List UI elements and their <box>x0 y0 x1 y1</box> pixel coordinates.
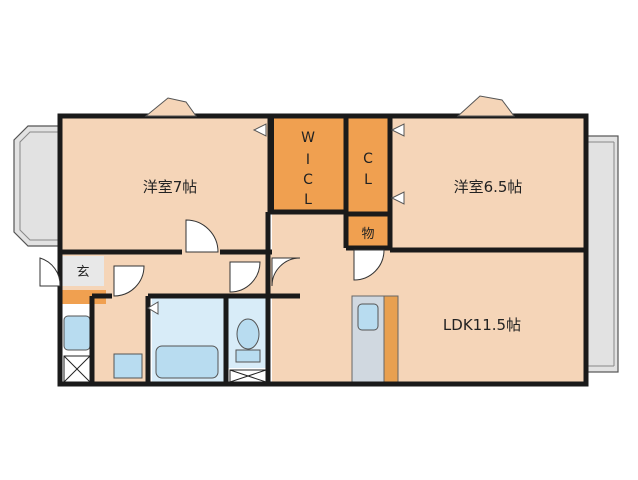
ldk-label: LDK11.5帖 <box>443 316 521 334</box>
walls <box>57 113 589 387</box>
washbasin-icon <box>63 315 91 351</box>
balcony-right: ベランダ <box>585 135 638 373</box>
window-marker-icon <box>144 95 515 117</box>
storage-label: 物 <box>361 227 374 242</box>
western-room-left-label: 洋室7帖 <box>143 178 198 196</box>
walk-in-closet <box>272 118 344 212</box>
vent-space <box>229 369 267 383</box>
kitchen-cabinet <box>383 295 399 383</box>
wic-label-3: C <box>303 172 313 188</box>
closet <box>348 118 388 212</box>
entrance <box>62 256 104 286</box>
door-swing-icon <box>39 219 385 297</box>
wic-label-2: I <box>306 152 310 168</box>
cl-label-1: C <box>363 151 373 167</box>
vent-marker-icon <box>147 123 405 315</box>
wic-label-1: W <box>301 130 315 146</box>
bathtub-icon <box>155 345 219 379</box>
toilet-icon <box>235 318 261 363</box>
wic-label-4: L <box>304 192 312 208</box>
kitchen-sink-icon <box>357 303 379 331</box>
western-room-right-label: 洋室6.5帖 <box>454 178 523 196</box>
pipe-space <box>63 355 91 383</box>
entrance-label: 玄 <box>76 265 89 280</box>
cl-label-2: L <box>364 172 372 188</box>
storage <box>348 216 388 246</box>
washing-machine-icon <box>113 353 143 379</box>
wic-wall <box>268 116 274 214</box>
western-room-left <box>62 118 268 252</box>
ldk-room <box>272 214 584 382</box>
